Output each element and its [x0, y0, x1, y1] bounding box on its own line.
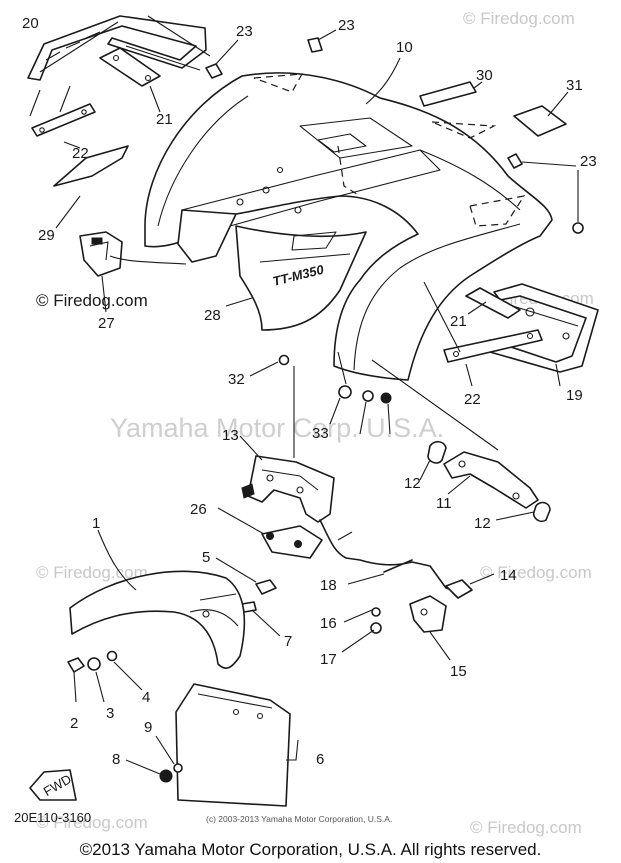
leader-lines	[55, 29, 579, 775]
hinge-bracket-11	[443, 451, 539, 509]
callout-24: 26	[190, 501, 207, 518]
strap-plate-22-right	[443, 329, 543, 363]
strap-plate-22-top	[31, 103, 96, 137]
callout-28: 30	[476, 67, 493, 84]
small-copyright: (c) 2003-2013 Yamaha Motor Corporation, …	[206, 814, 392, 824]
pad-29	[513, 105, 567, 137]
wire-harness	[319, 519, 459, 593]
watermark-left: © Firedog.com	[36, 291, 148, 310]
callout-22-top: 22	[72, 145, 89, 162]
fwd-arrow-badge: FWD	[29, 769, 77, 801]
nut-33	[380, 392, 392, 404]
mud-flap-6	[175, 683, 291, 807]
front-fender-1	[69, 570, 246, 669]
callout-18: 18	[320, 577, 337, 594]
callout-numbers: 10 23 23 23 30 31 20 21 22 29 27 28 21 2…	[22, 15, 597, 768]
bolt-23-c	[507, 153, 523, 169]
watermark-top-right: © Firedog.com	[463, 9, 575, 28]
pad-28	[419, 81, 477, 107]
callout-10: 10	[396, 39, 413, 56]
connector-14	[445, 579, 473, 599]
callout-1: 1	[92, 515, 100, 532]
watermark-left-low: © Firedog.com	[36, 563, 148, 582]
callout-14: 14	[500, 567, 517, 584]
rear-rack-20	[27, 15, 207, 81]
callout-23-b: 23	[338, 17, 355, 34]
nut-8	[159, 769, 173, 783]
watermark-company: Yamaha Motor Corp. U.S.A.	[110, 413, 444, 443]
callout-8: 8	[112, 751, 120, 768]
callout-3: 3	[106, 705, 114, 722]
damper-12-a	[427, 440, 447, 464]
callout-15: 15	[450, 663, 467, 680]
washer-3	[87, 657, 101, 671]
side-cover-26: TT-M350	[235, 225, 367, 331]
bracket-13	[241, 455, 335, 523]
callout-6: 6	[316, 751, 324, 768]
screw-9	[173, 763, 183, 773]
callout-5: 5	[202, 549, 210, 566]
callout-19: 19	[566, 387, 583, 404]
watermark-bottom-right: © Firedog.com	[470, 818, 582, 837]
callout-4: 4	[142, 689, 150, 706]
damper-12-b	[532, 501, 551, 523]
callout-26: 28	[204, 307, 221, 324]
callout-11: 11	[436, 495, 452, 512]
callout-7: 7	[284, 633, 292, 650]
watermark-right-low: © Firedog.com	[480, 563, 592, 582]
rack-bracket-21-top	[99, 47, 161, 87]
callout-21-right: 21	[450, 313, 467, 330]
bracket-15	[409, 595, 447, 633]
callout-2: 2	[70, 715, 78, 732]
copyright-footer: ©2013 Yamaha Motor Corporation, U.S.A. A…	[79, 840, 542, 859]
washer-32	[362, 390, 374, 402]
clip-25	[79, 231, 123, 277]
diagram-code: 20E110-3160	[14, 810, 91, 825]
callout-16: 16	[320, 615, 337, 632]
callout-22-right: 22	[464, 391, 481, 408]
nut-2	[67, 657, 85, 673]
decal-27	[53, 145, 129, 187]
callout-12-b: 12	[474, 515, 491, 532]
callout-23-c: 23	[580, 153, 597, 170]
callout-30: 32	[228, 371, 245, 388]
collar-4	[106, 650, 118, 662]
callout-17: 17	[320, 651, 337, 668]
callout-23-a: 23	[236, 23, 253, 40]
plate-24	[261, 525, 323, 559]
inner-flap	[177, 209, 237, 263]
bolt-23-a	[205, 63, 223, 79]
clip-30	[278, 354, 290, 366]
callout-25: 27	[98, 315, 115, 332]
nut-23-d	[572, 222, 584, 234]
damper-31	[338, 385, 352, 399]
callout-31: 33	[312, 425, 329, 442]
bolt-23-b	[307, 37, 323, 53]
callout-13: 13	[222, 427, 239, 444]
rear-fender-10	[144, 72, 553, 381]
callout-9: 9	[144, 719, 152, 736]
bolt-5	[255, 579, 277, 595]
callout-29: 31	[566, 77, 583, 94]
callout-12-a: 12	[404, 475, 421, 492]
callout-21-top: 21	[156, 111, 173, 128]
callout-20: 20	[22, 15, 39, 32]
collar-16	[371, 607, 381, 617]
watermark-bottom-left: © Firedog.com	[36, 813, 148, 832]
rack-bracket-21-right	[465, 287, 521, 319]
callout-27: 29	[38, 227, 55, 244]
bolt-18	[383, 559, 413, 573]
